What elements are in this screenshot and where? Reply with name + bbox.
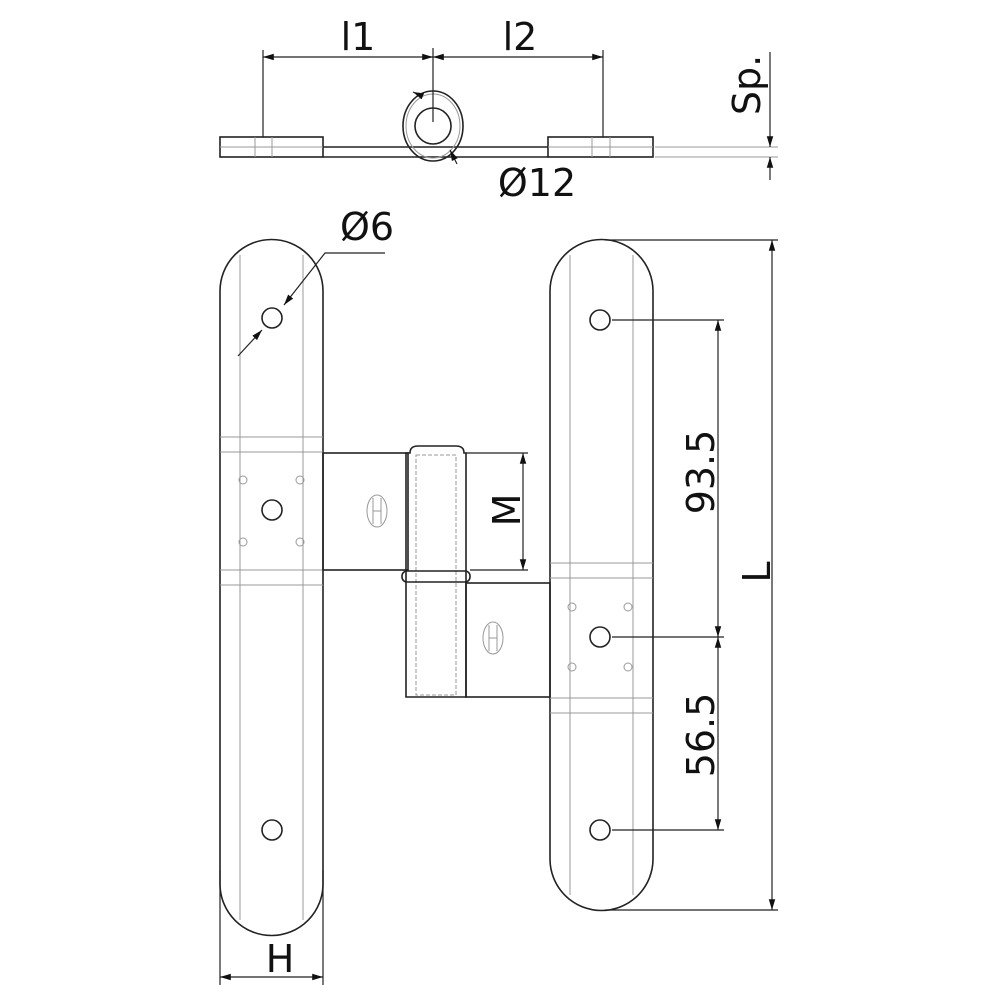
label-hole-diameter: Ø6 [340,205,394,249]
left-leaf [219,238,324,937]
screw-hole [261,499,283,521]
knuckle [322,445,551,698]
brand-logo-icon [366,494,388,528]
label-56-5: 56.5 [679,693,723,778]
label-sp: Sp. [725,55,769,115]
label-93-5: 93.5 [679,430,723,515]
screw-hole [261,819,283,841]
label-m: M [485,494,529,527]
label-l: L [735,561,779,582]
screw-hole [589,309,611,331]
dimension-hole-spacing [612,319,724,831]
label-h: H [266,937,295,981]
top-view [219,90,778,165]
screw-hole [589,626,611,648]
right-leaf [549,238,654,912]
label-pin-diameter: Ø12 [498,161,576,205]
dimension-l1-l2 [262,48,604,137]
brand-logo-icon [482,621,504,655]
screw-hole [261,307,283,329]
label-l1: l1 [341,15,376,59]
dimension-m [466,452,528,571]
dimension-h [219,870,324,985]
screw-hole [589,819,611,841]
label-l2: l2 [503,15,538,59]
dimension-hole-diameter [237,252,385,357]
dimension-l [605,239,778,911]
